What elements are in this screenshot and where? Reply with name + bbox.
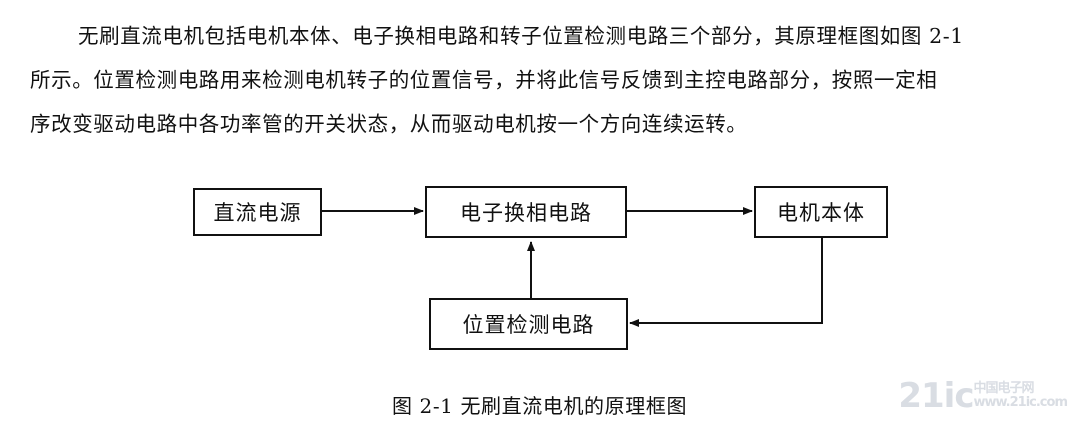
arrow-motor-to-detection bbox=[629, 238, 823, 327]
figure-caption: 图 2-1 无刷直流电机的原理框图 bbox=[391, 394, 688, 418]
paragraph-line-2: 所示。位置检测电路用来检测电机转子的位置信号，并将此信号反馈到主控电路部分，按照… bbox=[30, 68, 938, 92]
watermark-brand: 21ic bbox=[898, 376, 974, 416]
body-paragraph: 无刷直流电机包括电机本体、电子换相电路和转子位置检测电路三个部分，其原理框图如图… bbox=[30, 14, 1060, 146]
node-motor-body: 电机本体 bbox=[754, 186, 888, 238]
watermark-sub-2: www.21ic.com bbox=[973, 395, 1068, 410]
paragraph-line-1: 无刷直流电机包括电机本体、电子换相电路和转子位置检测电路三个部分，其原理框图如图… bbox=[78, 24, 964, 48]
node-position-detection: 位置检测电路 bbox=[429, 298, 628, 350]
watermark-sub-1: 中国电子网 bbox=[973, 381, 1034, 396]
node-dc-power: 直流电源 bbox=[193, 188, 322, 236]
paragraph-line-3: 序改变驱动电路中各功率管的开关状态，从而驱动电机按一个方向连续运转。 bbox=[30, 112, 748, 136]
node-commutation-circuit: 电子换相电路 bbox=[425, 186, 627, 238]
